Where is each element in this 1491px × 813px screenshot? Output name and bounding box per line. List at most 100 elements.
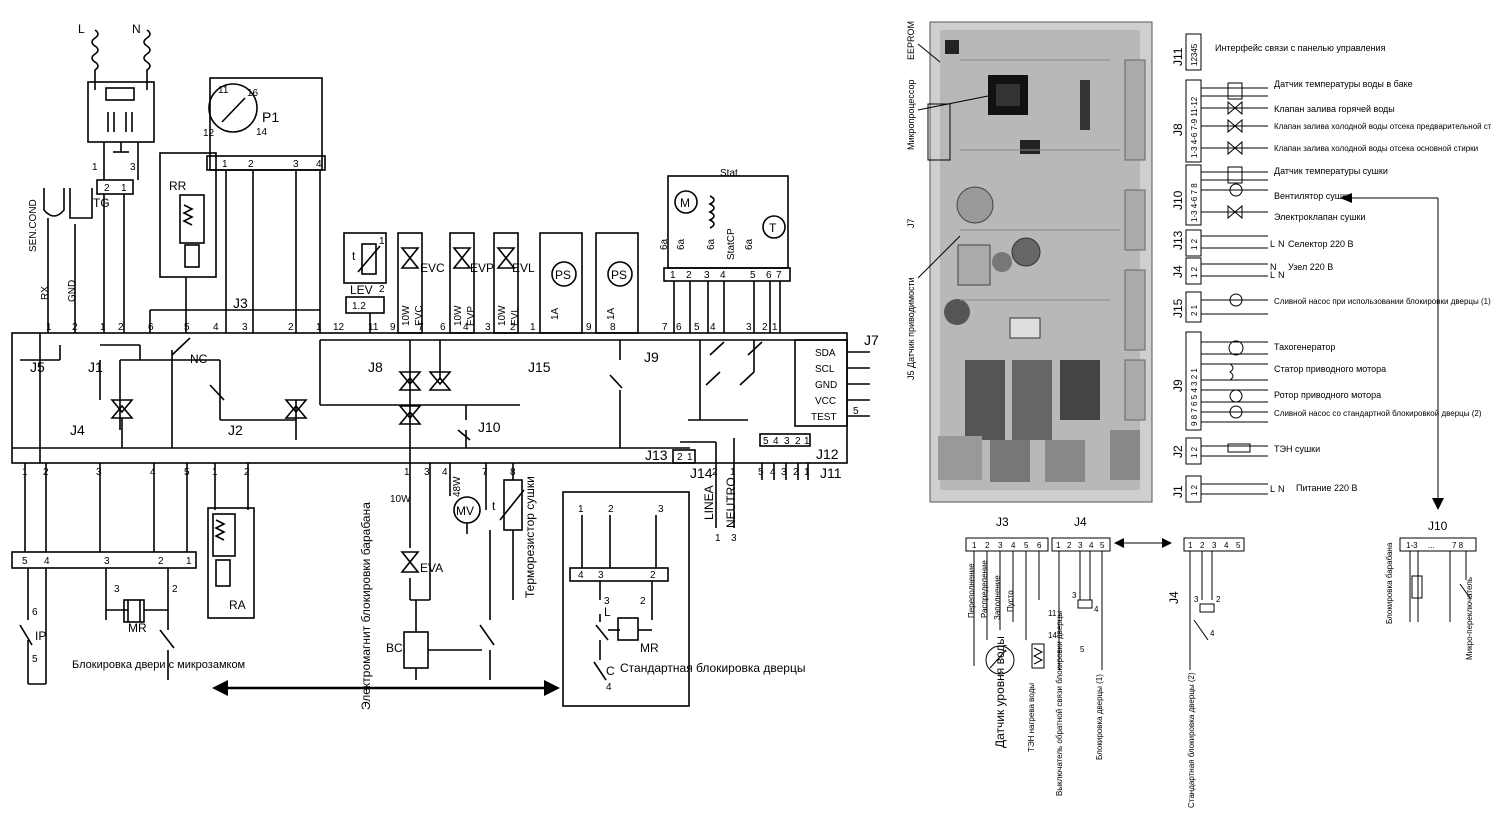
svg-text:3: 3 — [1078, 541, 1083, 550]
svg-text:Пусто: Пусто — [1006, 590, 1015, 612]
svg-text:t: t — [352, 249, 356, 263]
svg-text:12: 12 — [203, 128, 215, 139]
svg-text:7: 7 — [482, 467, 488, 478]
j3-bottom-label: J3 — [996, 515, 1009, 529]
svg-text:Распределение: Распределение — [980, 560, 989, 618]
svg-text:N: N — [1278, 484, 1285, 494]
ps-label-1: PS — [555, 268, 571, 282]
svg-text:4: 4 — [770, 467, 776, 478]
svg-text:3: 3 — [704, 270, 710, 281]
svg-text:1 2: 1 2 — [1190, 266, 1199, 278]
svg-text:SCL: SCL — [815, 364, 835, 375]
ra-label: RA — [229, 598, 246, 612]
svg-text:N: N — [1270, 262, 1277, 272]
svg-text:1: 1 — [730, 467, 736, 478]
board-bottom-pins: 1 2 3 4 5 1 2 1 3 4 7 8 — [22, 467, 516, 478]
svg-text:1: 1 — [121, 183, 127, 194]
svg-text:3: 3 — [293, 159, 299, 170]
svg-text:3: 3 — [731, 533, 737, 544]
svg-text:C: C — [606, 664, 615, 678]
svg-text:1: 1 — [804, 436, 810, 447]
svg-text:Селектор 220 В: Селектор 220 В — [1288, 239, 1354, 249]
j13-label: J13 — [645, 447, 668, 463]
j10-label: J10 — [478, 419, 501, 435]
svg-text:2: 2 — [72, 322, 78, 333]
stat-label: Stat. — [720, 168, 741, 179]
j15-label: J15 — [528, 359, 551, 375]
std-lock-label: Стандартная блокировка дверцы — [620, 661, 805, 675]
svg-text:7: 7 — [418, 322, 424, 333]
j8-label: J8 — [368, 359, 383, 375]
svg-text:2: 2 — [985, 541, 990, 550]
j4-label: J4 — [70, 422, 85, 438]
svg-text:5: 5 — [1080, 645, 1085, 654]
svg-text:2: 2 — [762, 322, 768, 333]
svg-text:Блокировка дверцы (1): Блокировка дверцы (1) — [1095, 674, 1104, 760]
mains-n: N — [132, 22, 141, 36]
svg-text:10W: 10W — [497, 305, 508, 326]
j2-label: J2 — [228, 422, 243, 438]
svg-text:48W: 48W — [452, 476, 463, 497]
svg-text:11: 11 — [218, 85, 229, 96]
row-j8-id: J8 — [1171, 123, 1185, 136]
control-board — [11, 332, 848, 464]
svg-text:5: 5 — [853, 406, 859, 417]
svg-text:4: 4 — [773, 436, 779, 447]
svg-text:3: 3 — [114, 584, 120, 595]
svg-text:EVC: EVC — [414, 305, 425, 326]
svg-text:10W: 10W — [453, 305, 464, 326]
svg-text:5: 5 — [1100, 541, 1105, 550]
svg-text:4: 4 — [606, 682, 612, 693]
j5-board-label: J5 Датчик приводимости — [906, 277, 916, 380]
svg-text:3: 3 — [781, 467, 787, 478]
svg-text:...: ... — [1428, 541, 1435, 550]
svg-text:1: 1 — [222, 159, 228, 170]
svg-text:6: 6 — [440, 322, 446, 333]
evc-label: EVC — [420, 261, 445, 275]
sen-cond-label: SEN.COND — [28, 199, 39, 252]
svg-text:1 2: 1 2 — [1190, 238, 1199, 250]
svg-text:2 1: 2 1 — [1190, 304, 1199, 316]
j1-label: J1 — [88, 359, 103, 375]
svg-text:1: 1 — [100, 322, 106, 333]
svg-text:16: 16 — [247, 88, 259, 99]
micro-label: Микропроцессор — [906, 79, 916, 150]
svg-text:2: 2 — [288, 322, 294, 333]
svg-text:SDA: SDA — [815, 348, 836, 359]
row-j9-id: J9 — [1171, 379, 1185, 392]
svg-text:11: 11 — [1048, 609, 1057, 618]
svg-text:6a: 6a — [706, 238, 717, 250]
j4b-bottom-label: J4 — [1167, 591, 1181, 604]
row-j10-id: J10 — [1171, 190, 1185, 210]
svg-text:ТЭН нагрева воды: ТЭН нагрева воды — [1027, 683, 1036, 752]
svg-text:3: 3 — [485, 322, 491, 333]
j5-label: J5 — [30, 359, 45, 375]
svg-text:2: 2 — [158, 556, 164, 567]
svg-text:1-3 4-6 7 8: 1-3 4-6 7 8 — [1190, 183, 1199, 222]
row-j4-id: J4 — [1171, 265, 1185, 278]
motor-label: M — [680, 196, 690, 210]
j14-label: J14 — [690, 465, 713, 481]
svg-text:12: 12 — [333, 322, 345, 333]
svg-text:4: 4 — [1210, 629, 1215, 638]
svg-text:2: 2 — [379, 284, 385, 295]
row-j1-id: J1 — [1171, 485, 1185, 498]
svg-text:4: 4 — [1089, 541, 1094, 550]
svg-text:2: 2 — [244, 467, 250, 478]
svg-text:1: 1 — [404, 467, 410, 478]
mv-label: MV — [456, 504, 474, 518]
svg-text:Датчик температуры сушки: Датчик температуры сушки — [1274, 166, 1388, 176]
svg-text:3: 3 — [242, 322, 248, 333]
svg-text:4: 4 — [1224, 541, 1229, 550]
svg-text:4: 4 — [578, 570, 584, 581]
j7-board-label: J7 — [906, 218, 916, 228]
svg-text:5: 5 — [184, 322, 190, 333]
svg-text:Ротор приводного мотора: Ротор приводного мотора — [1274, 390, 1381, 400]
svg-text:1: 1 — [186, 556, 192, 567]
svg-text:5: 5 — [750, 270, 756, 281]
svg-text:N: N — [1278, 270, 1285, 280]
svg-text:Клапан залива холодной воды от: Клапан залива холодной воды отсека основ… — [1274, 144, 1478, 153]
svg-text:3: 3 — [784, 436, 790, 447]
evl-label: EVL — [512, 261, 535, 275]
svg-text:1: 1 — [715, 533, 721, 544]
